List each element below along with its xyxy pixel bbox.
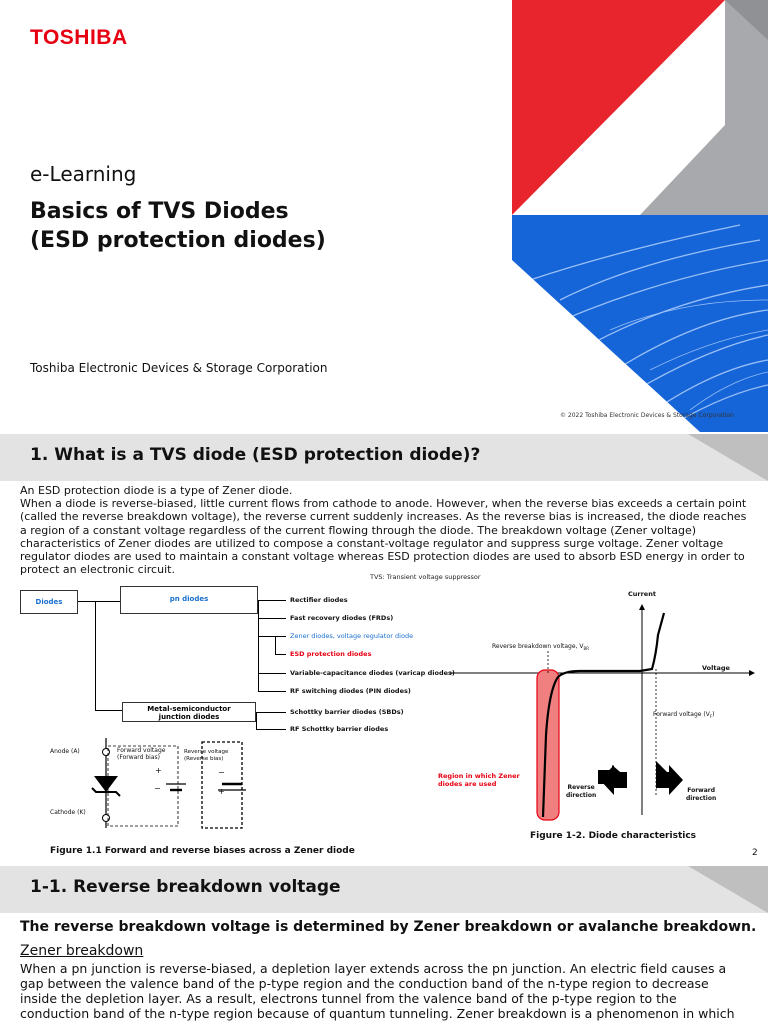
rev-minus: − xyxy=(218,768,225,777)
tree-item: Zener diodes, voltage regulator diode xyxy=(290,632,414,640)
rv-line-2: (Reverse bias) xyxy=(184,756,224,762)
pn-diodes-box: pn diodes xyxy=(120,586,258,614)
figure-1-1-caption: Figure 1.1 Forward and reverse biases ac… xyxy=(50,846,355,856)
blue-streaks xyxy=(529,224,768,432)
para-line: characteristics of Zener diodes are util… xyxy=(20,536,724,550)
tree-item: ESD protection diodes xyxy=(290,650,372,658)
red-triangle xyxy=(512,0,725,215)
fv-line-2: (Forward bias) xyxy=(117,754,160,761)
para-line: When a pn junction is reverse-biased, a … xyxy=(20,961,727,976)
cathode-label: Cathode (K) xyxy=(50,809,86,816)
para-line: inside the depletion layer. As a result,… xyxy=(20,991,677,1006)
para-line: regulator diodes are used to maintain a … xyxy=(20,550,745,564)
fd-line-2: direction xyxy=(686,795,717,802)
current-axis-label: Current xyxy=(628,590,656,598)
fwd-minus: − xyxy=(154,784,161,793)
vbr-text: Reverse breakdown voltage, V xyxy=(492,643,584,650)
zener-circuit xyxy=(91,738,246,829)
zener-breakdown-heading: Zener breakdown xyxy=(20,943,144,959)
toshiba-logo: TOSHIBA xyxy=(30,26,128,49)
ms-line-1: Metal-semiconductor xyxy=(147,705,231,713)
elearning-label: e-Learning xyxy=(30,162,137,186)
intro-paragraph: An ESD protection diode is a type of Zen… xyxy=(20,484,755,576)
fv-line-1: Forward voltage xyxy=(117,747,166,754)
tree-item: Rectifier diodes xyxy=(290,596,348,604)
header-accent xyxy=(688,866,768,913)
para-line: a region of a constant voltage regardles… xyxy=(20,523,697,537)
forward-voltage-label: Forward voltage (Forward bias) xyxy=(117,747,165,761)
iv-curve xyxy=(541,612,666,818)
title-line-1: Basics of TVS Diodes xyxy=(30,199,289,224)
forward-direction-label: Forward direction xyxy=(686,787,716,803)
para-line: An ESD protection diode is a type of Zen… xyxy=(20,484,293,497)
section-header-1: 1. What is a TVS diode (ESD protection d… xyxy=(0,434,768,481)
voltage-axis-label: Voltage xyxy=(702,664,730,672)
tree-item: Schottky barrier diodes (SBDs) xyxy=(290,708,404,716)
fwd-plus: + xyxy=(155,766,162,775)
zr-line-2: diodes are used xyxy=(438,780,497,788)
rv-line-1: Reverse voltage xyxy=(184,749,229,755)
direction-arrows xyxy=(600,765,683,795)
rd-line-2: direction xyxy=(566,792,597,799)
section-header-1-1: 1-1. Reverse breakdown voltage xyxy=(0,866,768,913)
company-name: Toshiba Electronic Devices & Storage Cor… xyxy=(30,361,328,375)
figure-1-2-caption: Figure 1-2. Diode characteristics xyxy=(530,831,697,841)
lead-sentence: The reverse breakdown voltage is determi… xyxy=(20,919,757,935)
header-accent xyxy=(688,434,768,481)
left-arrow-icon xyxy=(600,765,627,795)
reverse-voltage-label: Reverse voltage (Reverse bias) xyxy=(184,749,228,763)
para-line: When a diode is reverse-biased, little c… xyxy=(20,497,747,511)
reverse-direction-label: Reverse direction xyxy=(566,784,596,800)
rd-line-1: Reverse xyxy=(567,784,595,791)
page-number: 2 xyxy=(752,848,758,858)
title-slide: TOSHIBA e-Learning Basics of TVS Diodes … xyxy=(0,0,768,432)
tree-item: Fast recovery diodes (FRDs) xyxy=(290,614,394,622)
para-line: protect an electronic circuit. xyxy=(20,563,175,577)
fd-line-1: Forward xyxy=(687,787,716,794)
title-graphic xyxy=(512,0,768,432)
gray-band-top xyxy=(725,0,768,40)
zener-paragraph: When a pn junction is reverse-biased, a … xyxy=(20,961,755,1021)
anode-label: Anode (A) xyxy=(50,748,80,755)
vf-text: Forward voltage (V xyxy=(653,711,710,718)
rev-plus: + xyxy=(218,787,225,796)
section-title: 1. What is a TVS diode (ESD protection d… xyxy=(30,445,481,465)
tree-item: Variable-capacitance diodes (varicap dio… xyxy=(290,669,455,677)
copyright: © 2022 Toshiba Electronic Devices & Stor… xyxy=(560,412,734,419)
vbr-label: Reverse breakdown voltage, VBR xyxy=(492,643,589,651)
zr-line-1: Region in which Zener xyxy=(438,772,520,780)
slide-title: Basics of TVS Diodes (ESD protection dio… xyxy=(30,197,326,255)
ms-line-2: junction diodes xyxy=(158,713,220,721)
tree-item: RF switching diodes (PIN diodes) xyxy=(290,687,411,695)
ms-diodes-box: Metal-semiconductor junction diodes xyxy=(122,702,256,722)
vbr-sub: BR xyxy=(583,646,589,652)
vf-label: Forward voltage (VF) xyxy=(653,711,714,719)
vf-sub: F xyxy=(709,714,713,720)
tvs-note: TVS: Transient voltage suppressor xyxy=(370,573,481,581)
section-title: 1-1. Reverse breakdown voltage xyxy=(30,877,341,897)
gray-band xyxy=(640,0,768,215)
diodes-box: Diodes xyxy=(20,590,78,614)
tree-item: RF Schottky barrier diodes xyxy=(290,725,389,733)
para-line: conduction band of the n-type region bec… xyxy=(20,1006,735,1021)
title-line-2: (ESD protection diodes) xyxy=(30,228,326,253)
zener-region xyxy=(536,669,560,821)
right-arrow-icon xyxy=(656,765,683,795)
para-line: (called the reverse breakdown voltage), … xyxy=(20,510,747,524)
para-line: gap between the valence band of the p-ty… xyxy=(20,976,709,991)
vf-end: ) xyxy=(712,711,715,718)
zener-diode-symbol xyxy=(94,776,118,792)
blue-shape xyxy=(512,215,768,432)
zener-region-label: Region in which Zener diodes are used xyxy=(438,772,520,788)
